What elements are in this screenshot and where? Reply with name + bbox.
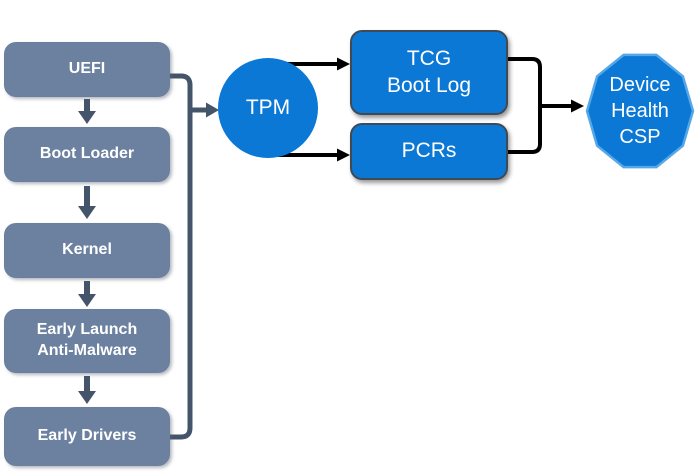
node-kernel: Kernel xyxy=(4,223,170,278)
arrow-head-icon xyxy=(337,148,350,162)
down-arrow-elam-to-earlydrivers xyxy=(78,376,96,404)
arrow-head-icon xyxy=(78,206,96,219)
uefi-earlydrivers-bracket-connector xyxy=(170,73,193,440)
device-health-csp-decagon xyxy=(585,53,695,169)
arrow-head-icon xyxy=(571,99,584,113)
arrow-head-icon xyxy=(78,111,96,124)
node-uefi: UEFI xyxy=(4,42,170,97)
node-tcg-boot-log: TCG Boot Log xyxy=(350,30,508,115)
tcg-pcrs-merge-bracket-connector xyxy=(506,57,542,154)
node-pcrs: PCRs xyxy=(350,123,508,180)
bracket-to-tpm-arrow xyxy=(190,102,219,118)
node-device-health-csp-label: Device Health CSP xyxy=(609,74,671,148)
arrow-head-icon xyxy=(206,102,219,118)
down-arrow-kernel-to-elam xyxy=(78,281,96,307)
arrow-head-icon xyxy=(78,294,96,307)
arrow-head-icon xyxy=(337,57,350,71)
arrow-head-icon xyxy=(78,391,96,404)
down-arrow-uefi-to-bootloader xyxy=(78,99,96,124)
node-early-drivers: Early Drivers xyxy=(4,407,170,466)
node-tpm: TPM xyxy=(218,58,318,158)
node-boot-loader: Boot Loader xyxy=(4,127,170,182)
down-arrow-bootloader-to-kernel xyxy=(78,186,96,219)
node-early-launch-anti-malware: Early Launch Anti-Malware xyxy=(4,309,170,373)
merge-to-device-health-csp-arrow xyxy=(540,99,584,113)
